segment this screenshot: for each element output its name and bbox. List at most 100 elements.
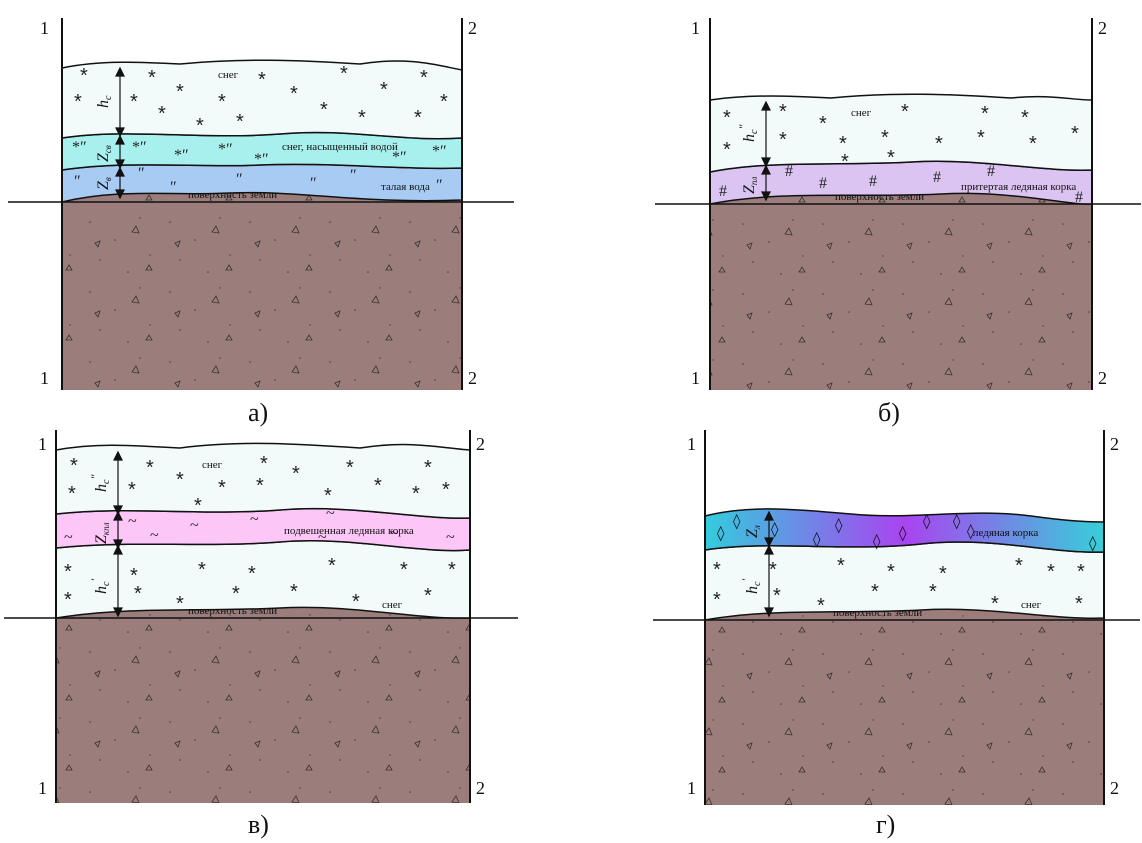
svg-text:*: * [929,581,937,603]
label-ground-surface: поверхность земли [188,605,277,617]
label-snow: снег [851,107,872,119]
svg-text:*: * [424,457,432,479]
svg-text:*: * [887,561,895,583]
post-2-top: 2 [1098,18,1107,38]
svg-text:*″: *″ [218,141,233,158]
svg-text:*: * [148,67,156,89]
svg-text:*: * [1075,593,1083,615]
svg-text:*: * [1015,555,1023,577]
svg-text:*: * [440,91,448,113]
svg-text:#: # [819,175,827,192]
svg-text:*: * [196,115,204,137]
svg-text:″: ″ [350,167,357,184]
svg-text:*: * [352,591,360,613]
svg-text:*: * [176,469,184,491]
wet-snow-symbols: *″*″*″ *″*″*″ *″ [72,139,447,168]
snow-bottom-symbols: *** *** *** *** ** [64,555,456,615]
svg-text:*: * [346,457,354,479]
svg-text:*″: *″ [72,139,87,156]
post-2-bottom: 2 [1110,778,1119,798]
svg-text:*: * [290,83,298,105]
post-1-bottom: 1 [38,778,47,798]
svg-text:*: * [68,483,76,505]
snow-top-symbols: *** *** *** *** *** * [68,453,450,517]
svg-text:◊: ◊ [771,520,779,538]
label-snow-bottom: снег [382,599,403,611]
svg-text:*: * [258,69,266,91]
svg-text:″: ″ [236,171,243,188]
post-2-top: 2 [476,434,485,454]
svg-text:*: * [176,593,184,615]
svg-text:#: # [869,173,877,190]
svg-text:*: * [128,479,136,501]
svg-text:*: * [70,455,78,477]
svg-text:*: * [1071,123,1079,145]
dim-ice-label: Zпл [741,177,759,194]
svg-text:*: * [340,63,348,85]
svg-text:*: * [232,583,240,605]
post-1-top: 1 [687,434,696,454]
svg-text:*: * [176,81,184,103]
svg-text:~: ~ [250,511,259,528]
svg-text:~: ~ [64,529,73,546]
svg-text:*: * [1047,561,1055,583]
dim-snow-top-label: hс″ [88,474,112,492]
panel-a: *** *** *** *** *** *** *″*″*″ *″*″*″ *″… [8,18,514,390]
snow-layer [709,93,1093,173]
svg-text:*: * [358,107,366,129]
svg-text:*: * [194,495,202,517]
svg-text:~: ~ [128,513,137,530]
svg-text:*: * [723,107,731,129]
label-snow-top: снег [202,459,223,471]
post-1-top: 1 [40,18,49,38]
dim-snow-label: hс′ [739,579,763,594]
svg-text:~: ~ [318,529,327,546]
svg-text:*: * [817,595,825,617]
svg-text:*: * [448,559,456,581]
svg-text:*: * [320,99,328,121]
svg-text:*: * [374,475,382,497]
svg-text:″: ″ [436,177,443,194]
svg-text:◊: ◊ [873,532,881,550]
dimension-arrows [761,100,771,202]
snow-symbols: *** *** *** *** *** *** [74,63,448,137]
snow-symbols: *** *** *** *** *** * [723,101,1079,173]
svg-text:*″: *″ [392,149,407,166]
post-1-bottom: 1 [687,778,696,798]
svg-text:*: * [146,457,154,479]
svg-text:*: * [400,559,408,581]
svg-text:*: * [74,91,82,113]
svg-text:*″: *″ [254,151,269,168]
svg-text:◊: ◊ [835,516,843,534]
svg-text:*: * [1021,107,1029,129]
svg-text:*: * [64,561,72,583]
svg-text:~: ~ [326,505,335,522]
svg-text:◊: ◊ [1089,534,1097,552]
svg-text:#: # [1075,189,1083,206]
svg-text:*: * [158,103,166,125]
svg-text:*: * [198,559,206,581]
post-1-bottom: 1 [691,368,700,388]
dimension-arrows [113,450,123,618]
svg-text:*: * [64,589,72,611]
post-1-top: 1 [691,18,700,38]
svg-text:*: * [991,593,999,615]
svg-text:◊: ◊ [733,512,741,530]
svg-text:*: * [981,103,989,125]
svg-text:*: * [871,581,879,603]
snow-symbols: *** *** *** *** *** [713,555,1085,617]
svg-text:*: * [260,453,268,475]
svg-text:#: # [933,169,941,186]
svg-text:◊: ◊ [923,512,931,530]
svg-text:*: * [837,555,845,577]
water-symbols: ″″″ ″″″ ″ [74,165,443,196]
svg-text:*: * [769,559,777,581]
svg-text:*: * [248,563,256,585]
svg-text:*: * [713,589,721,611]
svg-text:◊: ◊ [967,522,975,540]
dim-snow-bottom-label: hс′ [88,579,112,594]
svg-text:*: * [130,565,138,587]
svg-text:*: * [773,585,781,607]
post-2-bottom: 2 [468,368,477,388]
svg-text:″: ″ [310,175,317,192]
